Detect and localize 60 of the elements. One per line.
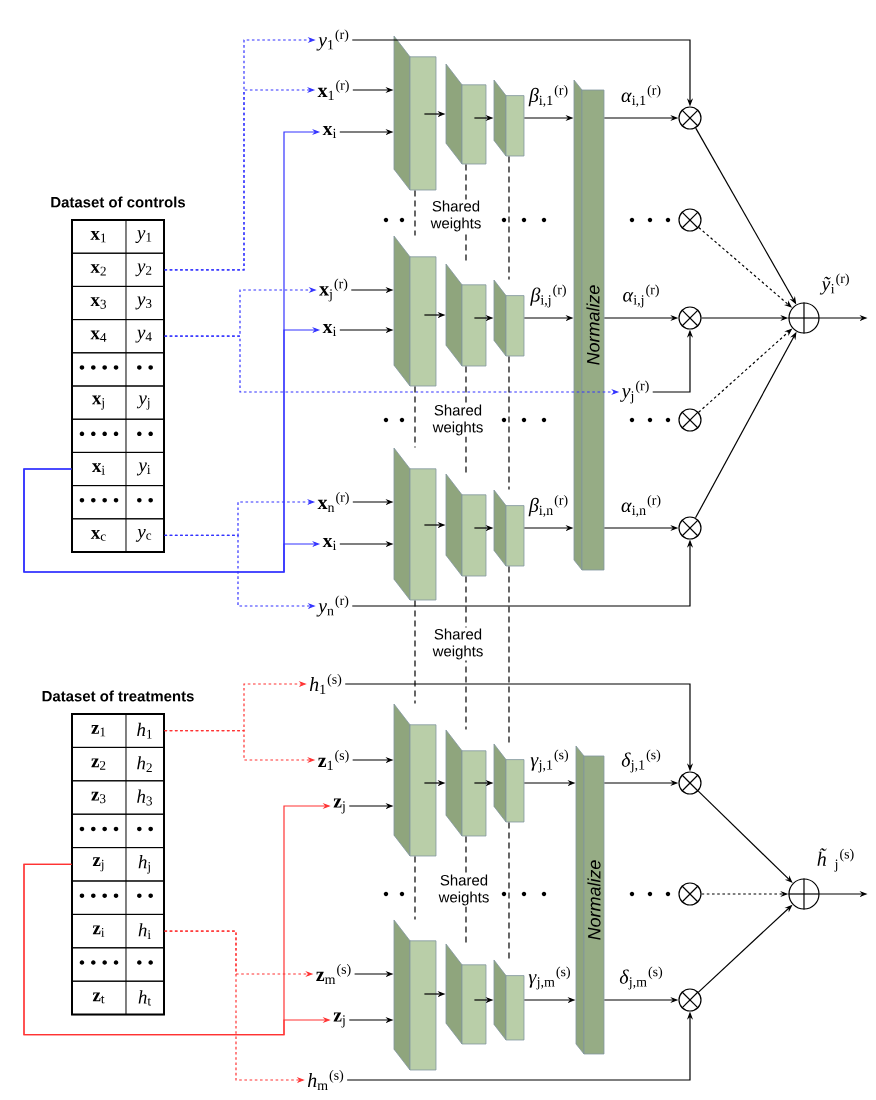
table-row: • • • • • • <box>71 813 165 849</box>
layer-block <box>493 743 525 823</box>
variable-label: z$_{j}$ <box>333 1012 345 1028</box>
sum-symbol <box>787 301 821 335</box>
connector-line <box>414 599 416 705</box>
multiply-symbol <box>678 106 702 130</box>
table-row: • • • • • • <box>71 947 165 982</box>
layer-block <box>445 473 487 577</box>
connector-line <box>414 855 416 921</box>
table-row: x$_{j}$ y$_{j}$ <box>71 385 165 420</box>
multiply-symbol <box>678 771 702 795</box>
table-row: x$_{4}$ y$_{4}$ <box>71 319 165 354</box>
table-row: x$_{c}$ y$_{c}$ <box>71 518 165 553</box>
table-row: z$_{t}$ h$_{t}$ <box>71 980 165 1016</box>
layer-block <box>445 263 487 367</box>
variable-label: z$_{j}$ <box>333 798 345 814</box>
table-row: • • • • • • <box>71 485 165 520</box>
multiply-symbol <box>678 882 702 906</box>
layer-block <box>393 35 437 191</box>
table-row: • • • • • • <box>71 880 165 915</box>
normalize-layer: Normalize <box>575 745 605 1055</box>
layer-block <box>493 959 525 1041</box>
multiply-symbol <box>678 408 702 432</box>
connector-line <box>508 821 510 961</box>
layer-block <box>393 447 437 601</box>
layer-block <box>445 63 487 165</box>
table-row: x$_{i}$ y$_{i}$ <box>71 451 165 487</box>
multiply-symbol <box>678 208 702 232</box>
layer-block <box>445 729 487 837</box>
connector-line <box>414 385 416 449</box>
normalize-layer: Normalize <box>573 79 605 571</box>
layer-block <box>393 703 437 857</box>
layer-block <box>493 279 525 357</box>
multiply-symbol <box>678 306 702 330</box>
connector-line <box>508 155 510 281</box>
sum-symbol <box>787 877 821 911</box>
multiply-symbol <box>678 516 702 540</box>
layer-block <box>493 489 525 567</box>
table-row: z$_{1}$ h$_{1}$ <box>71 713 165 748</box>
layer-block <box>445 943 487 1045</box>
layer-block <box>493 79 525 157</box>
connector-line <box>508 355 510 491</box>
table-row: x$_{3}$ y$_{3}$ <box>71 285 165 321</box>
table-row: z$_{3}$ h$_{3}$ <box>71 780 165 815</box>
connector-line <box>465 575 467 731</box>
variable-label: x$_{i}$ <box>322 125 337 139</box>
layer-block <box>393 919 437 1071</box>
table-row: x$_{2}$ y$_{2}$ <box>71 252 165 287</box>
table-row: z$_{j}$ h$_{j}$ <box>71 847 165 882</box>
table-row: z$_{2}$ h$_{2}$ <box>71 746 165 782</box>
connector-line <box>508 565 510 745</box>
layer-block <box>393 235 437 387</box>
table-row: • • • • • • <box>71 418 165 453</box>
variable-label: x$_{i}$ <box>322 537 337 551</box>
variable-label: x$_{i}$ <box>322 323 337 337</box>
table-row: • • • • • • <box>71 352 165 387</box>
table-row: z$_{i}$ h$_{i}$ <box>71 913 165 949</box>
connector-line <box>414 189 416 237</box>
multiply-symbol <box>678 988 702 1012</box>
table-row: x$_{1}$ y$_{1}$ <box>71 219 165 254</box>
